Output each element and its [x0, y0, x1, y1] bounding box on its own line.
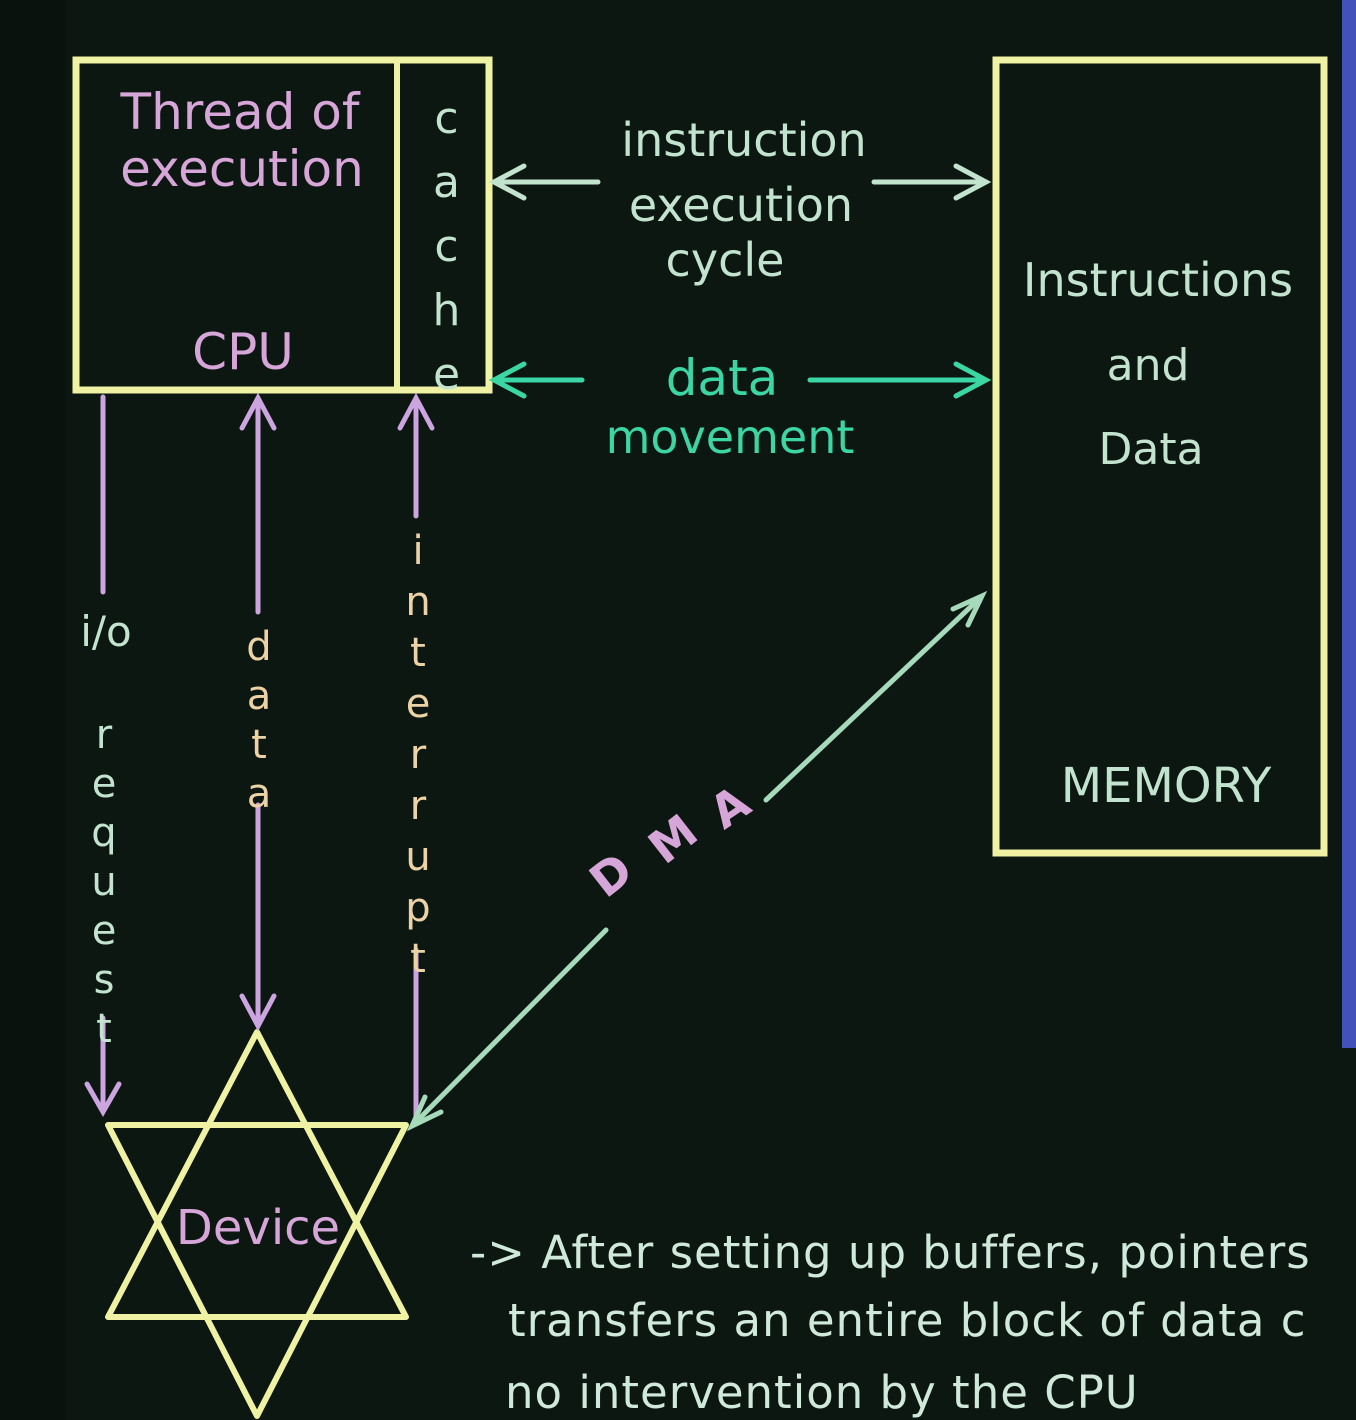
left-shade — [0, 0, 66, 1420]
instruction-cycle-arrow — [488, 163, 992, 201]
data-movement-label-line1: data — [665, 349, 779, 407]
thread-title-line1: Thread of — [120, 83, 360, 141]
io-label: i/o — [80, 607, 132, 656]
memory-box — [992, 56, 1328, 857]
cpu-box — [72, 56, 493, 394]
note-line1: -> After setting up buffers, pointers — [470, 1226, 1311, 1279]
data-channel-label: data — [236, 624, 282, 820]
memory-label: MEMORY — [1060, 758, 1272, 814]
thread-title-line2: execution — [120, 140, 364, 198]
instruction-cycle-label-line1: instruction — [621, 113, 867, 167]
note-line3: no intervention by the CPU — [505, 1366, 1139, 1419]
right-blue-strip — [1342, 0, 1356, 1048]
cache-label: cache — [421, 93, 472, 413]
instruction-cycle-label-line2: execution — [628, 178, 854, 232]
memory-content-line3: Data — [1098, 424, 1204, 475]
data-movement-arrow — [488, 361, 992, 399]
device-star-up-triangle — [105, 1029, 409, 1320]
memory-content-line2: and — [1106, 340, 1190, 391]
device-star-down-triangle — [105, 1122, 409, 1419]
interrupt-label: interrupt — [395, 528, 441, 987]
io-request-arrow — [84, 394, 122, 1118]
cpu-label: CPU — [192, 323, 294, 381]
data-movement-label-line2: movement — [605, 410, 855, 464]
dma-arrow — [406, 590, 988, 1132]
note-line2: transfers an entire block of data c — [508, 1294, 1307, 1347]
memory-content-line1: Instructions — [1022, 253, 1294, 307]
instruction-cycle-label-line3: cycle — [665, 233, 785, 287]
interrupt-arrow — [397, 392, 435, 1125]
data-transfer-arrow — [239, 392, 277, 1032]
device-label: Device — [175, 1200, 341, 1256]
request-label: request — [81, 712, 127, 1055]
